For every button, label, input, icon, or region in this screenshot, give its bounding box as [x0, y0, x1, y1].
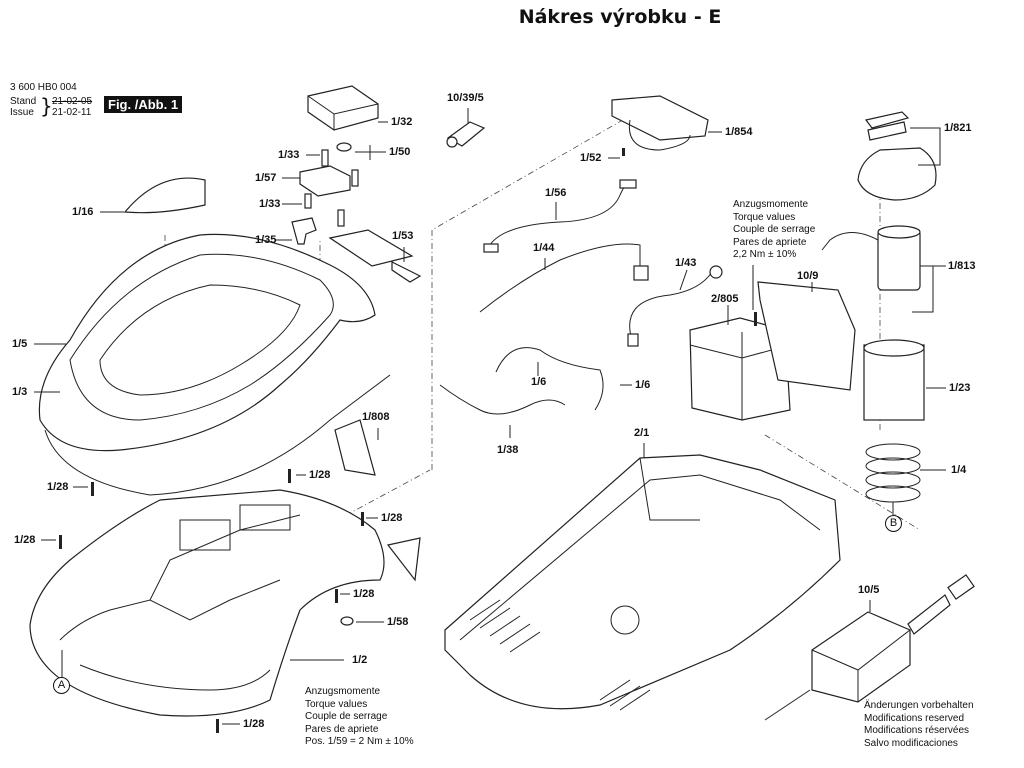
part-label-1-32: 1/32 — [391, 116, 413, 128]
assembly-line — [764, 434, 921, 531]
part-label-10-5: 10/5 — [858, 584, 880, 596]
part-label-1-58: 1/58 — [387, 616, 409, 628]
part-1-57-switch — [299, 165, 351, 197]
part-label-1-28: 1/28 — [309, 469, 331, 481]
part-10-5-power-supply — [764, 574, 975, 721]
part-springs — [304, 142, 359, 227]
torque-note-line: Torque values — [733, 211, 796, 223]
part-2-1-base-station — [444, 454, 841, 711]
revision-block: Stand Issue } 21-02-05 21-02-11 — [10, 95, 92, 118]
part-label-1-28: 1/28 — [14, 534, 36, 546]
torque-note-line: Couple de serrage — [733, 224, 816, 235]
part-label-1-28: 1/28 — [353, 588, 375, 600]
part-label-1-28: 1/28 — [47, 481, 69, 493]
part-label-1-33: 1/33 — [259, 198, 281, 210]
part-10-39-5-connector — [446, 121, 486, 148]
part-label-1-43: 1/43 — [675, 257, 697, 269]
part-label-1-6: 1/6 — [531, 376, 547, 388]
torque-note-line: Pares de apriete — [733, 236, 807, 248]
part-1-5-top-cover — [38, 233, 391, 496]
issue-date: 21-02-11 — [52, 107, 92, 118]
part-label-1-44: 1/44 — [533, 242, 555, 254]
part-label-1-28: 1/28 — [243, 718, 265, 730]
part-1-808-film — [386, 537, 421, 582]
part-1-32-cover — [307, 85, 379, 131]
figure-badge: Fig. /Abb. 1 — [104, 96, 183, 113]
part-label-1-35: 1/35 — [255, 234, 277, 246]
brace-symbol: } — [40, 94, 53, 118]
part-label-1-3: 1/3 — [12, 386, 28, 398]
part-label-10-9: 10/9 — [797, 270, 819, 282]
torque-note-line: Torque values — [305, 698, 368, 710]
part-label-1-57: 1/57 — [255, 172, 277, 184]
part-label-1-56: 1/56 — [545, 187, 567, 199]
part-label-1-50: 1/50 — [389, 146, 411, 158]
issue-label: Issue — [10, 107, 34, 118]
part-label-1-813: 1/813 — [948, 260, 976, 272]
cable-harnesses — [439, 179, 723, 415]
part-1-821-cover — [857, 111, 937, 201]
stand-date: 21-02-05 — [52, 96, 93, 107]
part-1-2-chassis-shell — [29, 489, 385, 717]
part-1-854-module — [611, 95, 709, 156]
part-label-1-4: 1/4 — [951, 464, 967, 476]
assembly-line — [431, 109, 641, 470]
part-1-53-plate — [328, 229, 422, 283]
marker-a: A — [53, 677, 70, 694]
part-2-805-control-unit — [689, 312, 807, 421]
screws-1-28 — [59, 469, 364, 733]
part-label-1-6: 1/6 — [635, 379, 651, 391]
part-label-1-33: 1/33 — [278, 149, 300, 161]
modifications-note-line: Salvo modificaciones — [864, 737, 958, 749]
part-1-813-motor — [821, 225, 921, 291]
torque-note-top: Anzugsmomente Torque values Couple de se… — [733, 199, 815, 262]
part-1-16-emblem — [123, 177, 206, 214]
torque-note-bottom: Anzugsmomente Torque values Couple de se… — [305, 686, 414, 749]
part-label-1-5: 1/5 — [12, 338, 28, 350]
part-label-1-53: 1/53 — [392, 230, 414, 242]
torque-note-line: Couple de serrage — [305, 711, 388, 722]
part-label-1-808: 1/808 — [362, 411, 390, 423]
part-1-23-housing — [863, 339, 925, 421]
torque-note-line: Anzugsmomente — [733, 199, 809, 210]
part-1-4-spring — [865, 443, 921, 503]
part-label-1-28: 1/28 — [381, 512, 403, 524]
part-1-35-latch — [291, 217, 317, 245]
modifications-note: Änderungen vorbehalten Modifications res… — [864, 700, 974, 750]
part-label-1-854: 1/854 — [725, 126, 753, 138]
part-label-2-805: 2/805 — [711, 293, 739, 305]
part-1-808-film — [334, 419, 376, 476]
part-label-1-38: 1/38 — [497, 444, 519, 456]
part-label-1-52: 1/52 — [580, 152, 602, 164]
part-label-1-23: 1/23 — [949, 382, 971, 394]
page-title: Nákres výrobku - E — [518, 6, 722, 28]
modifications-note-line: Modifications reserved — [864, 712, 965, 724]
part-label-1-821: 1/821 — [944, 122, 972, 134]
modifications-note-line: Modifications réservées — [864, 725, 970, 736]
document-number: 3 600 HB0 004 — [10, 82, 77, 93]
stand-label: Stand — [10, 96, 37, 107]
part-label-2-1: 2/1 — [634, 427, 650, 439]
marker-b: B — [885, 515, 902, 532]
leader-lines — [34, 108, 946, 725]
part-10-9-bracket — [757, 281, 856, 391]
part-label-10-39-5: 10/39/5 — [447, 92, 484, 104]
part-label-1-16: 1/16 — [72, 206, 94, 218]
revision-dates: 21-02-05 21-02-11 — [52, 96, 92, 118]
torque-note-line: Anzugsmomente — [305, 686, 381, 697]
modifications-note-line: Änderungen vorbehalten — [864, 700, 974, 711]
part-label-1-2: 1/2 — [352, 654, 368, 666]
torque-note-line: Pares de apriete — [305, 723, 379, 735]
torque-note-line: Pos. 1/59 = 2 Nm ± 10% — [305, 736, 414, 747]
torque-note-line: 2,2 Nm ± 10% — [733, 249, 797, 260]
